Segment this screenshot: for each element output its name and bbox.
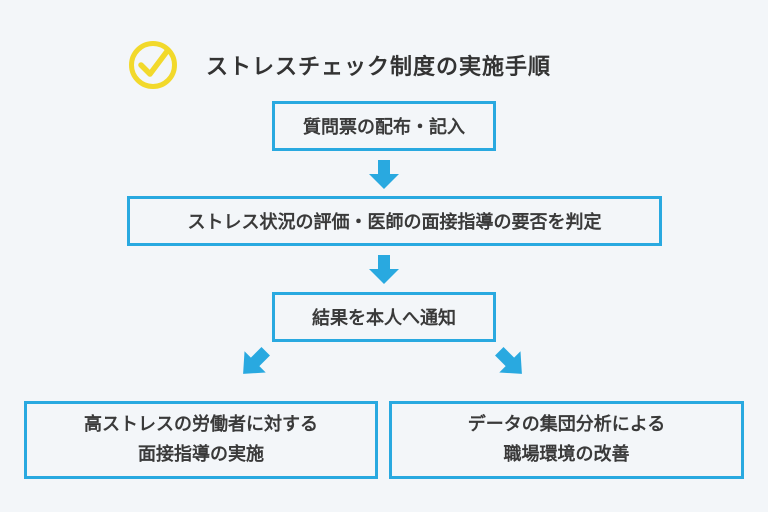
outcome-label-line-1: データの集団分析による — [467, 414, 666, 435]
step-box-distribute-questionnaire: 質問票の配布・記入 — [272, 101, 496, 151]
arrow-down-icon — [369, 160, 399, 189]
step-label: 質問票の配布・記入 — [303, 117, 465, 138]
outcome-label-line-2: 面接指導の実施 — [138, 444, 264, 465]
outcome-box-interview: 高ストレスの労働者に対する 面接指導の実施 — [24, 401, 378, 479]
arrow-down-left-icon — [243, 347, 270, 374]
arrow-down-icon — [369, 255, 399, 284]
step-box-evaluate-stress: ストレス状況の評価・医師の面接指導の要否を判定 — [127, 196, 662, 246]
check-circle-icon — [129, 41, 177, 89]
step-label: 結果を本人へ通知 — [312, 308, 456, 329]
step-label: ストレス状況の評価・医師の面接指導の要否を判定 — [187, 212, 602, 233]
step-box-notify-result: 結果を本人へ通知 — [272, 292, 496, 342]
diagram-title: ストレスチェック制度の実施手順 — [206, 55, 552, 80]
outcome-label-line-2: 職場環境の改善 — [503, 444, 630, 465]
outcome-box-group-analysis: データの集団分析による 職場環境の改善 — [389, 401, 744, 479]
outcome-label-line-1: 高ストレスの労働者に対する — [84, 414, 318, 435]
title-row: ストレスチェック制度の実施手順 — [128, 40, 551, 90]
arrow-down-right-icon — [495, 347, 522, 374]
